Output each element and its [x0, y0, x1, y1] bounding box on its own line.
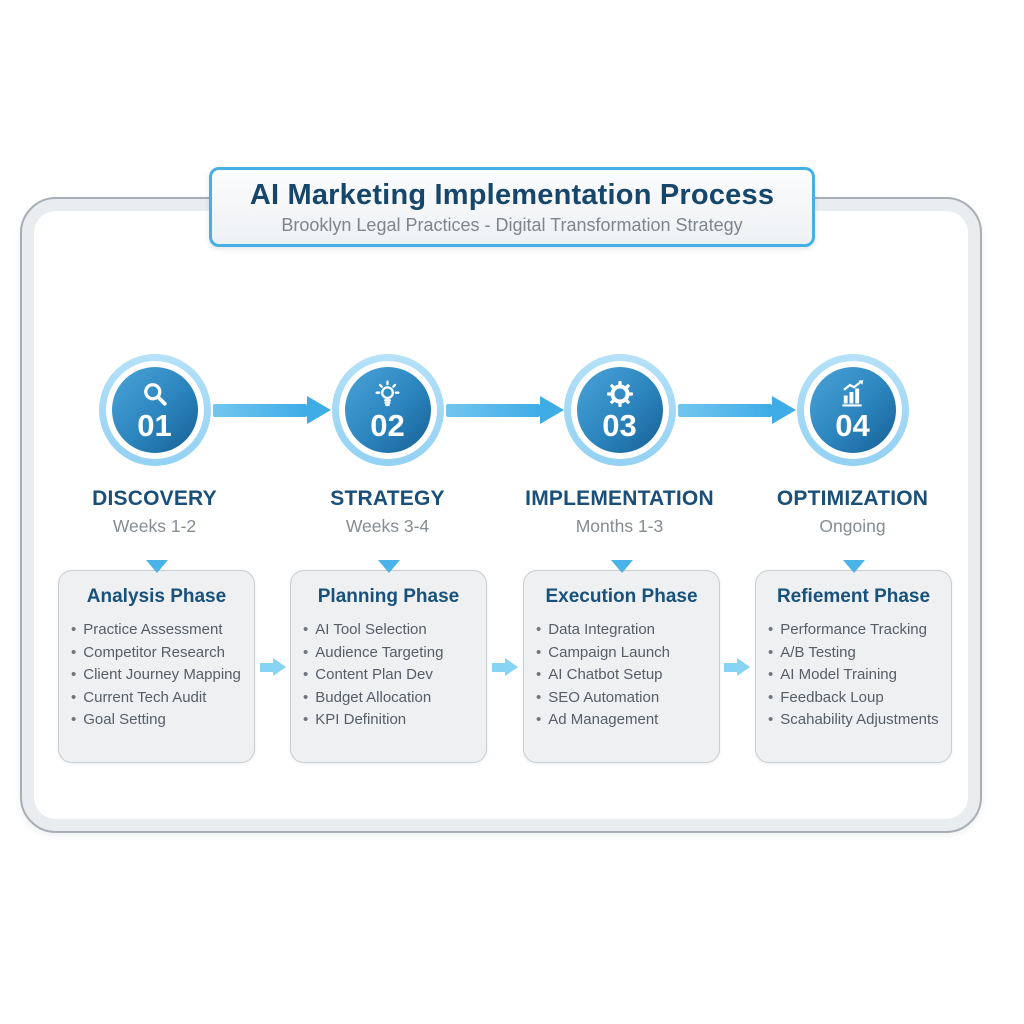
phase-column-strategy: 02 STRATEGY Weeks 3-4	[271, 354, 504, 537]
growth-chart-icon	[838, 379, 868, 410]
phase-circle: 02	[331, 354, 444, 466]
phase-card-planning: Planning Phase AI Tool Selection Audienc…	[290, 560, 487, 763]
flow-arrow-icon	[213, 396, 331, 424]
card-item: Scahability Adjustments	[768, 709, 947, 732]
card-item: Current Tech Audit	[71, 687, 250, 710]
card-title: Execution Phase	[545, 586, 698, 607]
card-item: Budget Allocation	[303, 687, 482, 710]
card-arrow-icon	[260, 658, 286, 676]
phase-circle: 01	[98, 354, 211, 466]
card-item: AI Model Training	[768, 664, 947, 687]
phase-duration: Weeks 3-4	[345, 516, 430, 536]
card-item-list: AI Tool Selection Audience Targeting Con…	[291, 619, 486, 732]
card-item: KPI Definition	[303, 709, 482, 732]
card-title: Planning Phase	[317, 586, 460, 607]
title-box: AI Marketing Implementation Process Broo…	[209, 167, 815, 247]
card-item: SEO Automation	[536, 687, 715, 710]
card-title: Refiement Phase	[776, 586, 931, 607]
phase-duration: Months 1-3	[575, 516, 664, 536]
phase-column-optimization: 04 OPTIMIZATION Ongoing	[736, 354, 969, 537]
search-icon	[140, 379, 170, 410]
card-item: Practice Assessment	[71, 619, 250, 642]
flow-arrow-icon	[678, 396, 796, 424]
flow-arrow-icon	[446, 396, 564, 424]
card-arrow-icon	[724, 658, 750, 676]
phase-duration: Weeks 1-2	[112, 516, 197, 536]
phase-name: IMPLEMENTATION	[525, 487, 714, 510]
card-item-list: Data Integration Campaign Launch AI Chat…	[524, 619, 719, 732]
page-subtitle: Brooklyn Legal Practices - Digital Trans…	[281, 214, 743, 235]
phase-number: 02	[370, 407, 405, 443]
caret-down-icon	[610, 560, 633, 573]
phase-name: DISCOVERY	[92, 487, 217, 510]
card-item: Campaign Launch	[536, 642, 715, 665]
caret-down-icon	[377, 560, 400, 573]
phase-name: OPTIMIZATION	[776, 487, 929, 510]
card-item-list: Performance Tracking A/B Testing AI Mode…	[756, 619, 951, 732]
phase-number: 01	[137, 408, 172, 443]
card-item: Performance Tracking	[768, 619, 947, 642]
gear-icon	[605, 379, 635, 410]
card-item: A/B Testing	[768, 642, 947, 665]
phase-circle: 04	[796, 354, 909, 466]
card-item: AI Chatbot Setup	[536, 664, 715, 687]
card-item: Competitor Research	[71, 642, 250, 665]
card-item: AI Tool Selection	[303, 619, 482, 642]
card-item: Client Journey Mapping	[71, 664, 250, 687]
phase-number: 04	[835, 408, 870, 443]
phase-card-refinement: Refiement Phase Performance Tracking A/B…	[755, 560, 952, 763]
phase-name: STRATEGY	[330, 487, 445, 510]
phase-duration: Ongoing	[819, 516, 886, 536]
card-item: Ad Management	[536, 709, 715, 732]
lightbulb-icon	[373, 380, 402, 410]
card-item: Feedback Loup	[768, 687, 947, 710]
card-item-list: Practice Assessment Competitor Research …	[59, 619, 254, 732]
caret-down-icon	[842, 560, 865, 573]
phase-card-analysis: Analysis Phase Practice Assessment Compe…	[58, 560, 255, 763]
phase-card-execution: Execution Phase Data Integration Campaig…	[523, 560, 720, 763]
phase-circle: 03	[563, 354, 676, 466]
card-item: Audience Targeting	[303, 642, 482, 665]
card-title: Analysis Phase	[86, 586, 227, 607]
page-title: AI Marketing Implementation Process	[249, 178, 775, 211]
caret-down-icon	[145, 560, 168, 573]
phase-column-implementation: 03 IMPLEMENTATION Months 1-3	[503, 354, 736, 537]
phase-column-discovery: 01 DISCOVERY Weeks 1-2	[38, 354, 271, 537]
phase-number: 03	[602, 408, 637, 443]
card-item: Goal Setting	[71, 709, 250, 732]
card-item: Data Integration	[536, 619, 715, 642]
card-item: Content Plan Dev	[303, 664, 482, 687]
card-arrow-icon	[492, 658, 518, 676]
